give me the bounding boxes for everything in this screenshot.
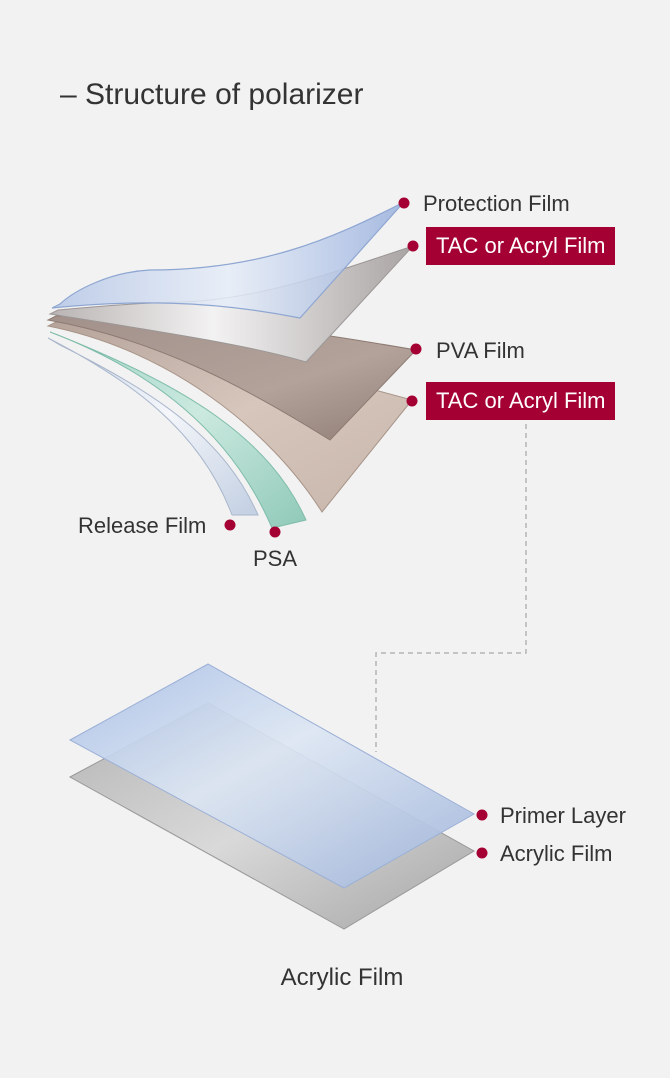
dot-tac-bottom <box>406 395 418 407</box>
protection-film-layer <box>51 201 405 319</box>
label-pva-film: PVA Film <box>436 338 525 363</box>
dot-release-film <box>224 519 236 531</box>
dot-acrylic-film <box>476 847 488 859</box>
dashed-connector <box>375 424 527 752</box>
label-acrylic-film: Acrylic Film <box>500 841 613 866</box>
release-film-layer <box>47 337 259 516</box>
label-release-film: Release Film <box>78 513 207 538</box>
primer-layer-sheet <box>68 663 476 889</box>
page-title: – Structure of polarizer <box>60 78 364 111</box>
label-psa: PSA <box>253 546 298 571</box>
figure-caption: Acrylic Film <box>280 964 404 991</box>
dot-tac-top <box>407 240 419 252</box>
dot-protection-film <box>398 197 410 209</box>
psa-layer <box>49 331 307 529</box>
dot-psa <box>269 526 281 538</box>
dot-pva-film <box>410 343 422 355</box>
label-tac-bottom: TAC or Acryl Film <box>426 382 616 420</box>
label-tac-top: TAC or Acryl Film <box>426 227 616 265</box>
label-primer-layer: Primer Layer <box>500 803 626 828</box>
dot-primer-layer <box>476 809 488 821</box>
label-protection-film: Protection Film <box>423 191 570 216</box>
